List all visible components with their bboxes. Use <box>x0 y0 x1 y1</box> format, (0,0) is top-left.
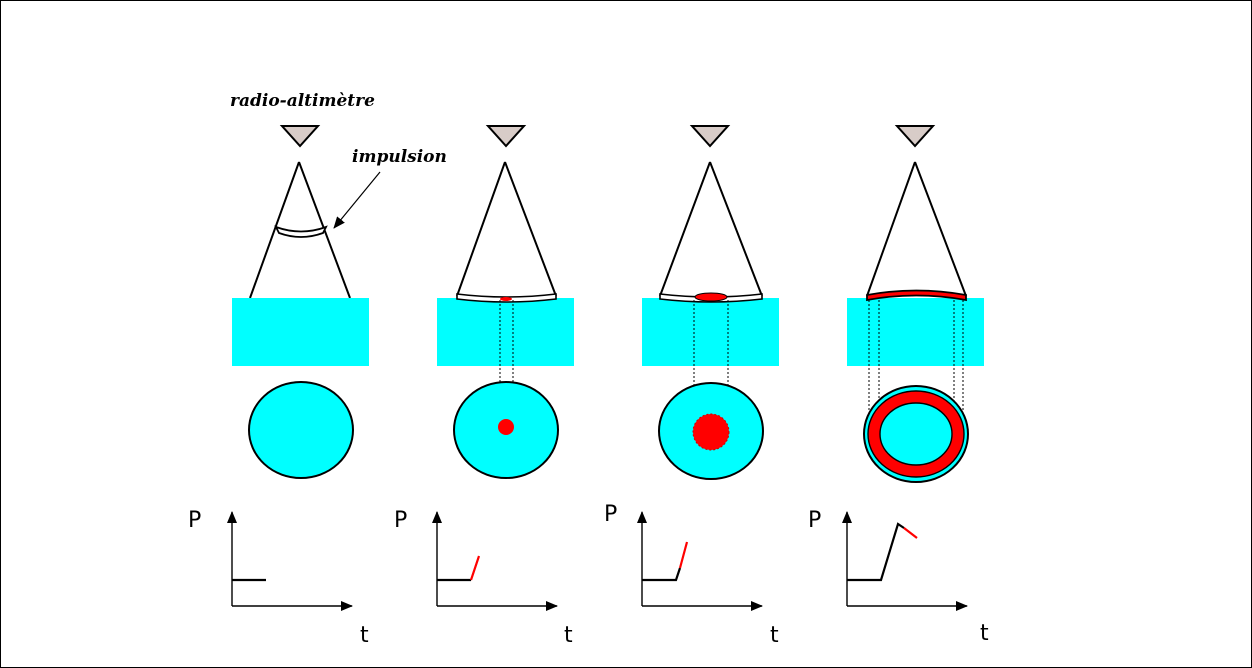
satellite-icon <box>894 125 936 148</box>
power-plot-1: P t <box>188 508 369 648</box>
echo-area-side <box>866 289 967 302</box>
satellite-icon <box>689 125 731 148</box>
satellite-icon <box>485 125 527 148</box>
power-plot-3: P t <box>604 502 779 648</box>
water-surface-side-view <box>847 298 984 366</box>
panel-1 <box>232 125 369 479</box>
satellite-icon <box>279 125 321 148</box>
x-axis-label: t <box>770 623 779 648</box>
pulse-pointer-arrow <box>333 171 381 229</box>
power-curve-echo <box>903 527 918 539</box>
water-surface-side-view <box>437 298 574 366</box>
echo-ring <box>868 391 964 477</box>
radar-beam-cone <box>249 161 351 299</box>
radar-beam-cone <box>866 161 967 297</box>
x-axis-label: t <box>360 623 369 648</box>
echo-area-side <box>500 297 512 301</box>
power-plot-4: P t <box>808 508 989 646</box>
power-curve <box>642 567 682 582</box>
y-axis-label: P <box>604 502 617 527</box>
radar-beam-cone <box>456 161 557 297</box>
y-axis-label: P <box>188 508 201 533</box>
panel-3 <box>642 125 779 480</box>
water-surface-side-view <box>642 298 779 366</box>
pulse-wavefront <box>274 225 328 238</box>
echo-ring-inner-edge <box>879 402 953 466</box>
radar-beam-cone <box>659 161 763 297</box>
power-curve-echo <box>469 555 481 581</box>
water-surface-side-view <box>232 298 369 366</box>
y-axis-label: P <box>808 508 821 533</box>
footprint-top-view <box>248 381 354 479</box>
altimeter-label: radio-altimètre <box>230 91 375 111</box>
echo-area-side <box>694 292 728 302</box>
echo-disc-large <box>692 413 730 451</box>
pulse-label: impulsion <box>352 147 447 167</box>
echo-disc-small <box>498 419 514 435</box>
x-axis-label: t <box>980 621 989 646</box>
power-curve <box>847 522 905 582</box>
power-plot-2: P t <box>394 508 573 648</box>
x-axis-label: t <box>564 623 573 648</box>
power-curve-echo <box>678 541 689 569</box>
y-axis-label: P <box>394 508 407 533</box>
panel-2 <box>437 125 574 479</box>
echo-ring-outer-edge <box>867 390 965 478</box>
panel-4 <box>847 125 984 483</box>
